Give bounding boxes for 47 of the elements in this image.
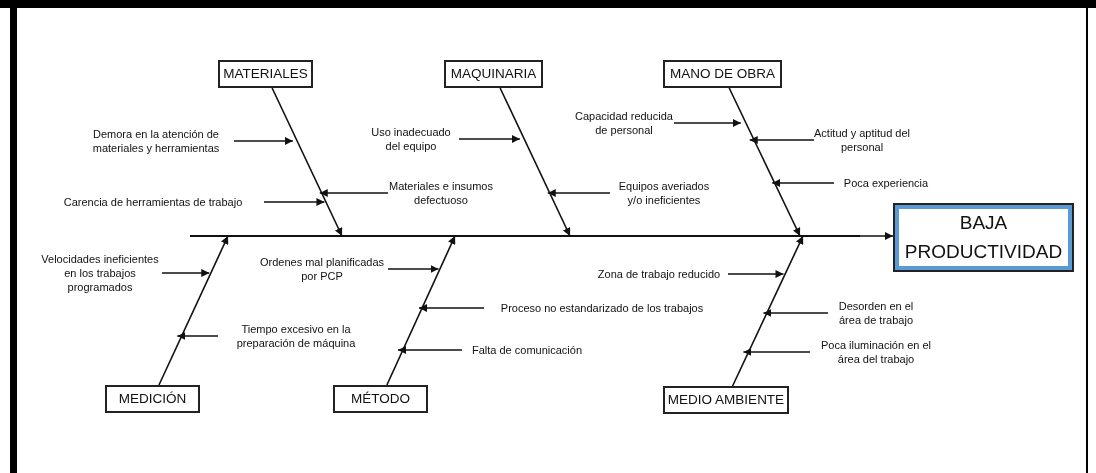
arrow xyxy=(386,235,456,386)
arrow xyxy=(158,235,229,386)
arrow xyxy=(161,269,211,277)
category-box: MÉTODO xyxy=(333,385,428,413)
arrow xyxy=(418,304,485,312)
cause-label: Zona de trabajo reducido xyxy=(590,266,728,282)
arrow xyxy=(397,346,463,354)
cause-label: Carencia de herramientas de trabajo xyxy=(42,194,264,210)
spine-line xyxy=(190,235,860,237)
cause-label: Demora en la atención de materiales y herramientas xyxy=(78,124,234,158)
arrow xyxy=(318,189,389,197)
arrow xyxy=(263,198,326,206)
arrow xyxy=(458,135,521,143)
arrow xyxy=(727,270,785,278)
cause-label: Proceso no estandarizado de los trabajos xyxy=(484,300,720,316)
arrow xyxy=(546,189,611,197)
arrow xyxy=(673,119,742,127)
cause-label: Tiempo excesivo en la preparación de máquina xyxy=(218,319,374,353)
arrow xyxy=(731,235,804,387)
arrow xyxy=(728,87,801,237)
arrow xyxy=(271,87,343,237)
category-box: MEDIO AMBIENTE xyxy=(663,386,789,414)
arrow xyxy=(748,136,815,144)
cause-label: Materiales e insumos defectuoso xyxy=(388,176,494,210)
category-box: MEDICIÓN xyxy=(105,385,200,413)
cause-label: Capacidad reducida de personal xyxy=(574,106,674,140)
cause-label: Uso inadecuado del equipo xyxy=(363,122,459,156)
arrow xyxy=(387,265,440,273)
arrow xyxy=(233,137,294,145)
arrow xyxy=(742,348,811,356)
arrow xyxy=(762,309,829,317)
arrow xyxy=(176,332,219,340)
cause-label: Poca iluminación en el área del trabajo xyxy=(810,335,942,369)
category-box: MANO DE OBRA xyxy=(663,60,782,88)
cause-label: Falta de comunicación xyxy=(462,342,592,358)
cause-label: Equipos averiados y/o ineficientes xyxy=(610,176,718,210)
cause-label: Velocidades ineficientes en los trabajos programados xyxy=(38,248,162,298)
category-box: MAQUINARIA xyxy=(444,60,543,88)
cause-label: Actitud y aptitud del personal xyxy=(814,123,910,157)
arrow xyxy=(859,232,894,240)
cause-label: Desorden en el área de trabajo xyxy=(828,296,924,330)
cause-label: Ordenes mal planificadas por PCP xyxy=(256,252,388,286)
arrow xyxy=(771,179,835,187)
effect-box: BAJA PRODUCTIVIDAD xyxy=(893,203,1074,272)
category-box: MATERIALES xyxy=(218,60,313,88)
cause-label: Poca experiencia xyxy=(834,175,938,191)
arrow xyxy=(499,87,571,237)
